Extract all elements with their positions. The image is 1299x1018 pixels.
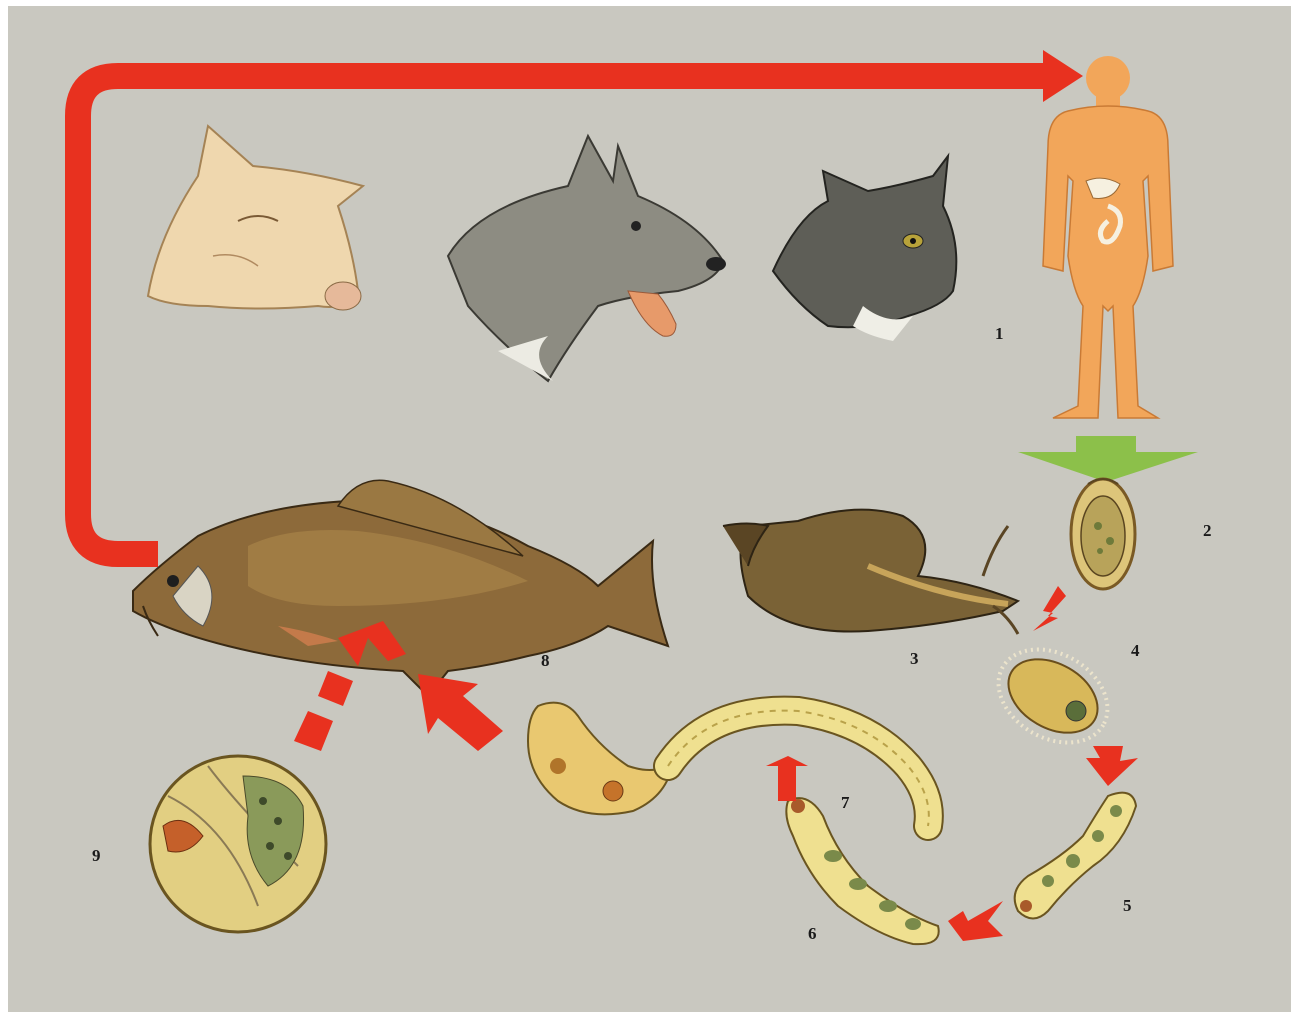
cercaria-icon — [528, 703, 929, 826]
pig-head-icon — [148, 126, 363, 310]
stage-label-fish: 8 — [541, 651, 550, 671]
stage-label-egg: 2 — [1203, 521, 1212, 541]
dog-head-icon — [448, 136, 726, 381]
egg-icon — [1071, 479, 1135, 589]
sporocyst-icon — [1015, 793, 1136, 919]
dashed-red-arrow-icon — [294, 671, 353, 751]
stage-label-miracidium: 4 — [1131, 641, 1140, 661]
stage-label-metacercaria: 9 — [92, 846, 101, 866]
cat-head-icon — [773, 156, 956, 341]
red-arrow-icon — [948, 901, 1003, 941]
snail-icon — [723, 510, 1018, 634]
metacercaria-cyst-icon — [150, 756, 326, 932]
stage-label-redia: 6 — [808, 924, 817, 944]
red-arrow-icon — [1033, 586, 1066, 631]
stage-label-snail: 3 — [910, 649, 919, 669]
miracidium-icon — [982, 631, 1124, 762]
carp-fish-icon — [133, 480, 668, 696]
stage-label-cercaria: 7 — [841, 793, 850, 813]
diagram-canvas — [8, 6, 1291, 1012]
red-arrow-icon — [418, 674, 503, 751]
red-arrow-icon — [766, 756, 808, 801]
stage-label-sporocyst: 5 — [1123, 896, 1132, 916]
life-cycle-diagram: 1 2 3 4 5 6 7 8 9 — [8, 6, 1291, 1012]
human-body-icon — [1043, 56, 1173, 418]
red-arrow-icon — [1086, 746, 1138, 786]
stage-label-human: 1 — [995, 324, 1004, 344]
green-arrow-icon — [1018, 436, 1198, 482]
